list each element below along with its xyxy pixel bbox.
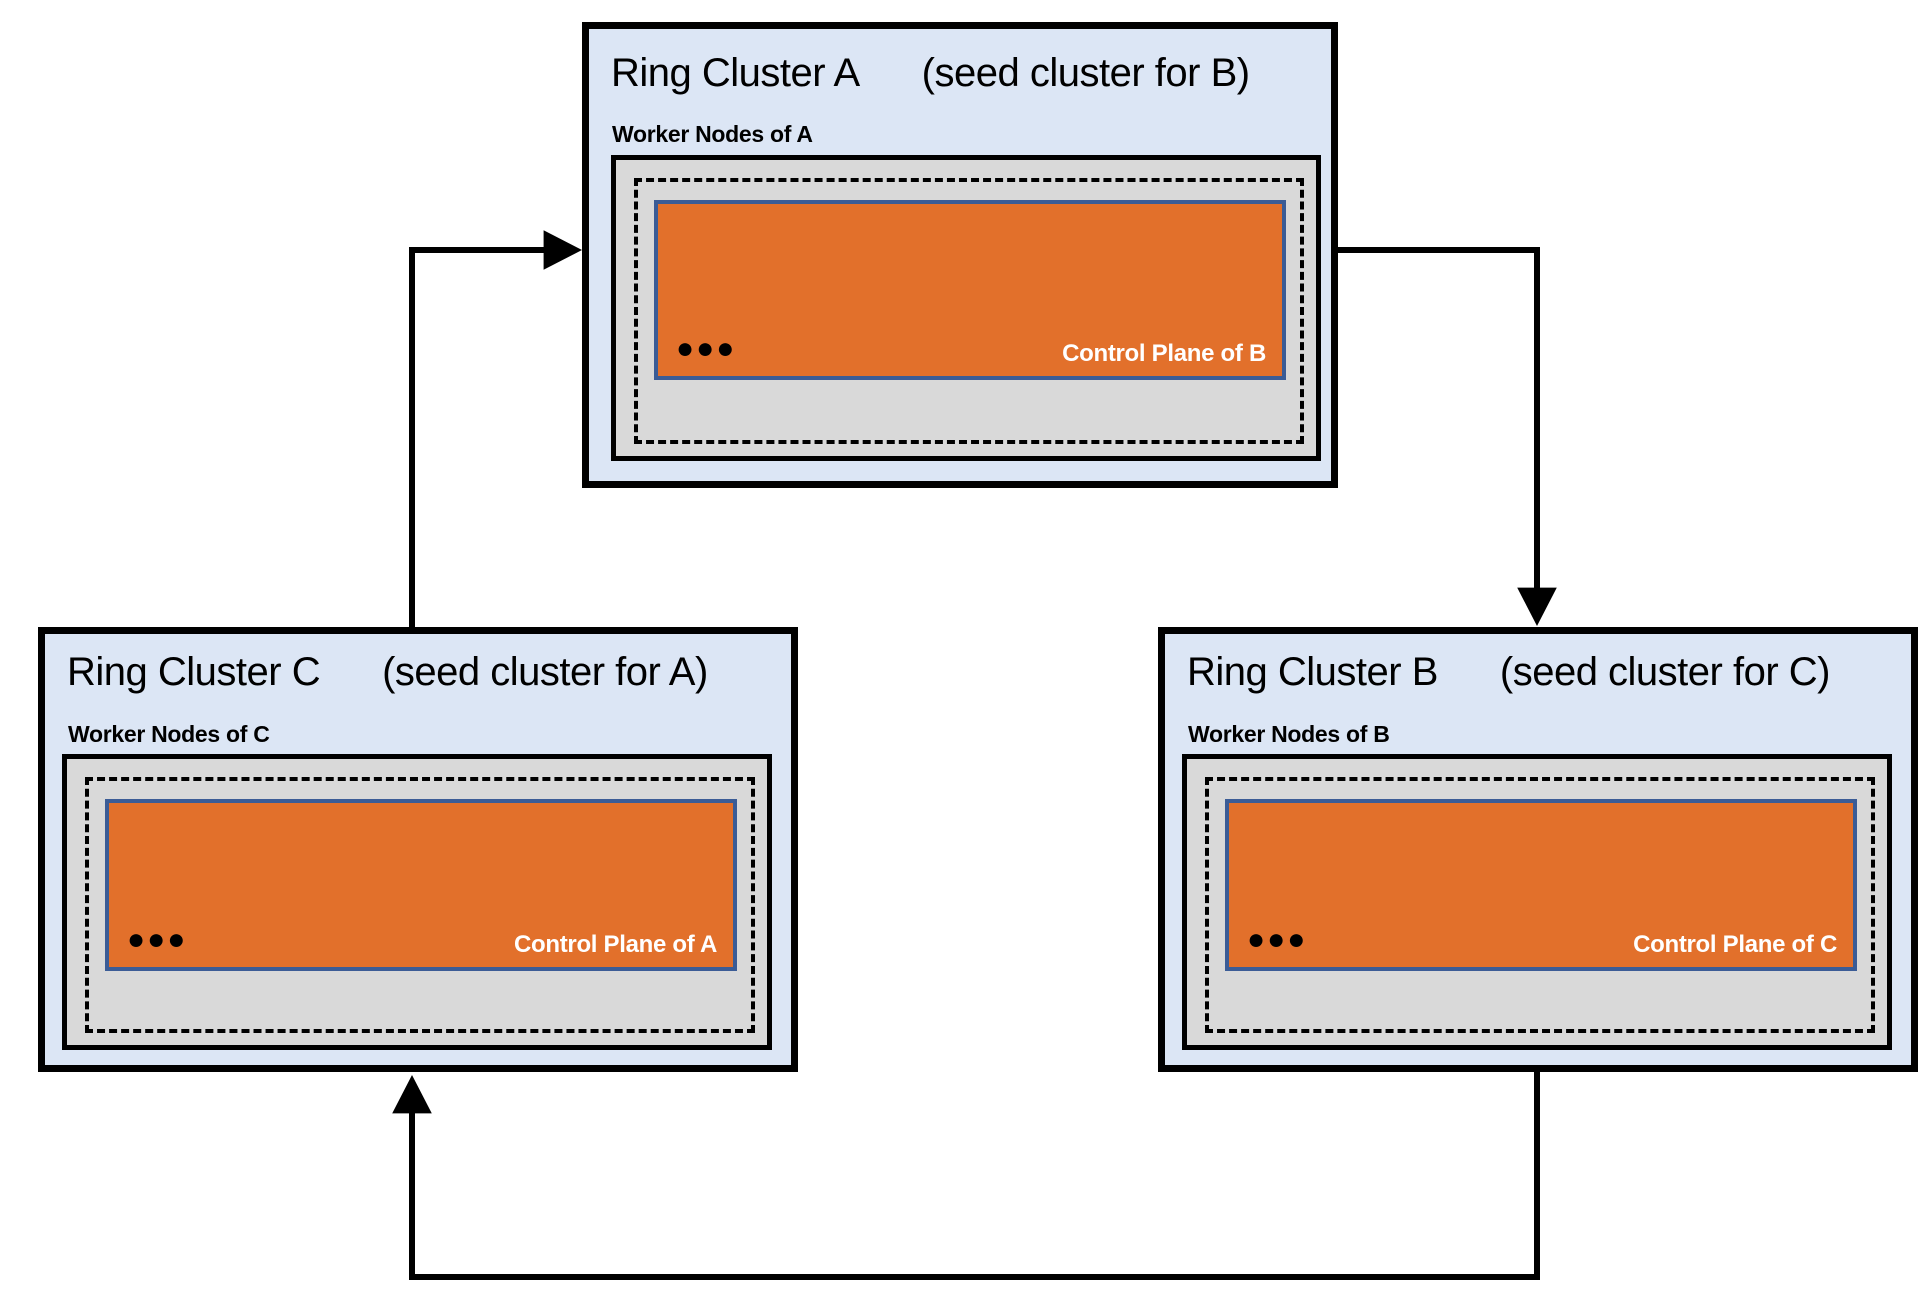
cluster-b-control-plane[interactable]: ●●● Control Plane of C xyxy=(1225,799,1857,971)
cluster-a-ellipsis: ●●● xyxy=(676,332,737,365)
cluster-c-ellipsis: ●●● xyxy=(127,923,188,956)
cluster-a-name: Ring Cluster A xyxy=(611,51,860,95)
cluster-b-seed-note: (seed cluster for C) xyxy=(1499,650,1831,694)
cluster-b-name: Ring Cluster B xyxy=(1187,650,1438,694)
cluster-a-worker-box[interactable]: ●●● Control Plane of B xyxy=(611,155,1321,461)
arrow-a-to-b xyxy=(1338,247,1557,626)
cluster-a-dashed-boundary xyxy=(634,178,1304,444)
cluster-a-title: Ring Cluster A (seed cluster for B) xyxy=(611,51,1250,96)
cluster-b-worker-box[interactable]: ●●● Control Plane of C xyxy=(1182,754,1892,1050)
cluster-c-seed-note: (seed cluster for A) xyxy=(382,650,708,694)
arrow-b-to-c xyxy=(392,1072,1540,1280)
cluster-b-ellipsis: ●●● xyxy=(1247,923,1308,956)
cluster-b-worker-label: Worker Nodes of B xyxy=(1188,721,1390,747)
cluster-b-title: Ring Cluster B (seed cluster for C) xyxy=(1187,650,1830,695)
ring-cluster-a[interactable]: Ring Cluster A (seed cluster for B) Work… xyxy=(582,22,1338,488)
cluster-b-dashed-boundary xyxy=(1205,777,1875,1033)
cluster-c-worker-label: Worker Nodes of C xyxy=(68,721,270,747)
cluster-a-seed-note: (seed cluster for B) xyxy=(921,51,1250,95)
cluster-c-control-plane[interactable]: ●●● Control Plane of A xyxy=(105,799,737,971)
cluster-c-control-plane-label: Control Plane of A xyxy=(513,931,717,958)
cluster-a-worker-label: Worker Nodes of A xyxy=(612,121,813,147)
cluster-b-control-plane-label: Control Plane of C xyxy=(1633,931,1837,958)
arrow-c-to-a xyxy=(409,230,582,627)
ring-cluster-c[interactable]: Ring Cluster C (seed cluster for A) Work… xyxy=(38,627,798,1072)
cluster-c-dashed-boundary xyxy=(85,777,755,1033)
cluster-c-title: Ring Cluster C (seed cluster for A) xyxy=(67,650,708,695)
cluster-a-control-plane[interactable]: ●●● Control Plane of B xyxy=(654,200,1286,380)
cluster-c-name: Ring Cluster C xyxy=(67,650,321,694)
cluster-a-control-plane-label: Control Plane of B xyxy=(1062,340,1266,367)
cluster-c-worker-box[interactable]: ●●● Control Plane of A xyxy=(62,754,772,1050)
ring-cluster-b[interactable]: Ring Cluster B (seed cluster for C) Work… xyxy=(1158,627,1918,1072)
